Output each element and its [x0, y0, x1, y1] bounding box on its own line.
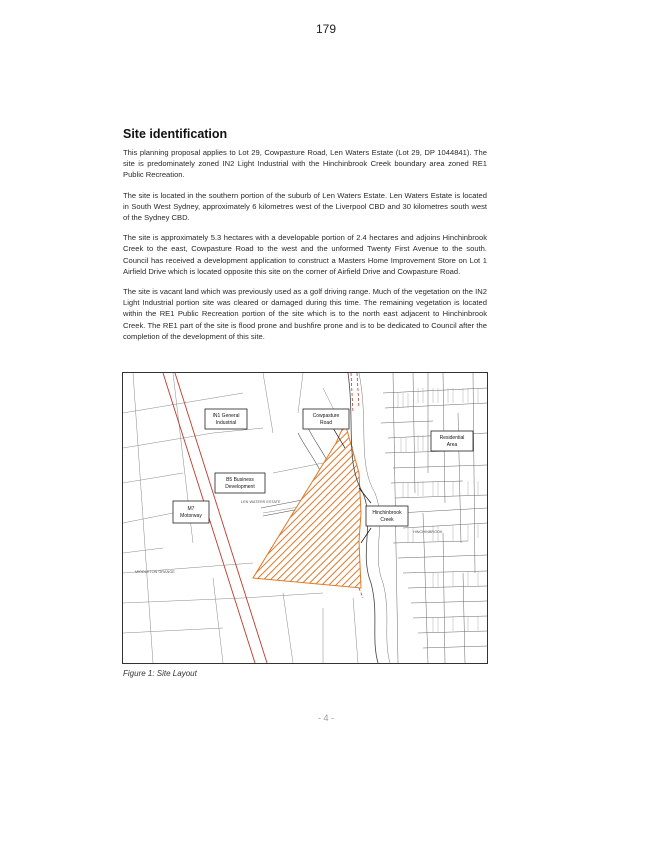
svg-text:Road: Road: [320, 420, 332, 426]
svg-text:Residential: Residential: [440, 435, 465, 441]
section-content: Site identification This planning propos…: [123, 127, 487, 351]
svg-text:IN1 General: IN1 General: [213, 413, 240, 419]
svg-text:Area: Area: [447, 442, 458, 448]
residential-blocks: [380, 373, 487, 663]
hinchinbrook-map-text: HINCHINBROOK: [413, 530, 443, 534]
label-cowpasture-road: Cowpasture Road: [302, 408, 350, 430]
svg-text:Creek: Creek: [380, 517, 394, 523]
svg-text:B5 Business: B5 Business: [226, 477, 254, 483]
figure-caption: Figure 1: Site Layout: [123, 669, 197, 678]
label-residential-area: Residential Area: [430, 430, 474, 452]
label-hinchinbrook-creek: Hinchinbrook Creek: [365, 505, 409, 527]
residential-ticks: [397, 388, 479, 633]
section-heading: Site identification: [123, 127, 228, 141]
svg-text:Industrial: Industrial: [216, 420, 236, 426]
paragraph-site-size: The site is approximately 5.3 hectares w…: [123, 233, 487, 276]
label-m7-motorway: M7 Motorway: [172, 500, 210, 524]
site-layout-map: LEN WATERS ESTATE MIDDLETON GRANGE HINCH…: [122, 372, 488, 664]
paragraph-vegetation: The site is vacant land which was previo…: [123, 287, 487, 341]
paragraph-location: This planning proposal applies to Lot 29…: [123, 148, 487, 180]
svg-text:Cowpasture: Cowpasture: [313, 413, 340, 419]
svg-text:Development: Development: [225, 484, 255, 490]
middleton-map-text: MIDDLETON GRANGE: [135, 570, 175, 574]
estate-map-text: LEN WATERS ESTATE: [241, 500, 281, 504]
svg-text:Hinchinbrook: Hinchinbrook: [372, 510, 402, 516]
svg-text:M7: M7: [188, 506, 195, 512]
label-b5-business-development: B5 Business Development: [214, 472, 266, 494]
creek-line: [347, 373, 379, 663]
zone-boundary: [350, 373, 364, 599]
label-in1-general-industrial: IN1 General Industrial: [204, 408, 248, 430]
site-area: [252, 421, 362, 589]
page-number: 179: [315, 22, 337, 36]
label-arrows: [332, 427, 372, 544]
paragraph-suburb: The site is located in the southern port…: [123, 190, 487, 223]
svg-text:Motorway: Motorway: [180, 513, 202, 519]
page-footer: - 4 -: [317, 713, 334, 723]
